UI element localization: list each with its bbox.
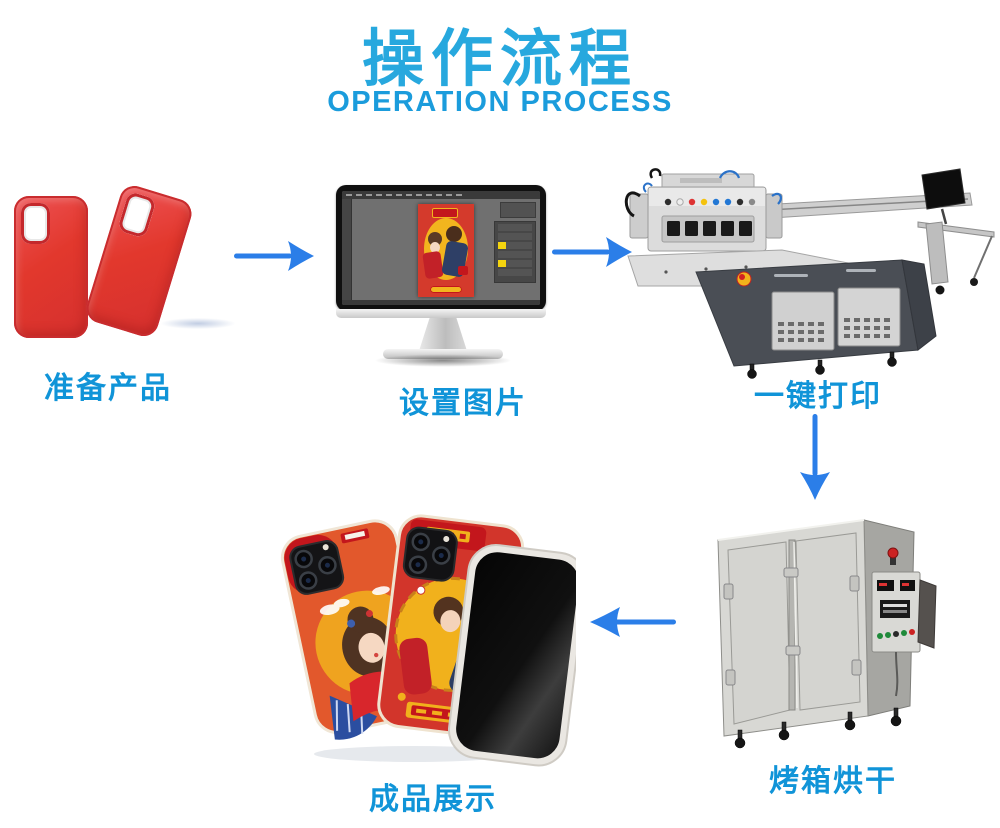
editor-layers-panel bbox=[494, 221, 536, 283]
drying-oven-illustration bbox=[717, 519, 937, 749]
uv-flatbed-printer-illustration bbox=[624, 168, 995, 379]
oven-recorder-slot bbox=[880, 600, 910, 618]
oven-indicator-lights bbox=[877, 629, 915, 639]
caption-one-click-print: 一键打印 bbox=[754, 380, 882, 413]
arrow-right-icon bbox=[234, 241, 314, 271]
caption-set-image: 设置图片 bbox=[399, 387, 527, 420]
printer-casters bbox=[747, 351, 897, 379]
finished-phone-cases-illustration bbox=[280, 514, 576, 767]
oven-control-panel bbox=[871, 571, 921, 653]
monitor-shadow bbox=[352, 352, 534, 369]
editor-artwork-canvas bbox=[418, 204, 474, 297]
page-subtitle: OPERATION PROCESS bbox=[327, 86, 673, 118]
caption-prepare-products: 准备产品 bbox=[44, 372, 172, 405]
page-title: 操作流程 bbox=[361, 25, 638, 94]
oven-casters bbox=[734, 707, 902, 749]
caption-finished-display: 成品展示 bbox=[369, 783, 497, 816]
printer-head-carriage bbox=[624, 168, 783, 252]
printer-vent-door-right bbox=[837, 287, 901, 347]
oven-indicator-lamp bbox=[887, 547, 899, 559]
phone-front-black-screen bbox=[447, 544, 576, 767]
oven-doors bbox=[723, 532, 862, 725]
oven-side-box bbox=[917, 579, 937, 649]
editor-toolbar bbox=[342, 199, 352, 300]
camera-module bbox=[289, 540, 345, 595]
printer-cable bbox=[624, 191, 641, 218]
photo-editor-ui bbox=[342, 191, 540, 305]
oven-lamp-base bbox=[890, 556, 896, 565]
caption-oven-drying: 烤箱烘干 bbox=[769, 765, 897, 798]
monitor-chin bbox=[336, 309, 546, 318]
monitor-stand-neck bbox=[419, 318, 467, 351]
blank-phone-case-upright bbox=[14, 196, 88, 338]
monitor-screen bbox=[336, 185, 546, 311]
printer-body bbox=[695, 259, 937, 367]
editor-info-panel bbox=[500, 202, 536, 218]
case-drop-shadow bbox=[148, 316, 248, 331]
arrow-left-icon bbox=[590, 607, 676, 637]
printer-control-monitor bbox=[921, 168, 966, 210]
camera-module bbox=[402, 526, 458, 582]
editor-menubar bbox=[342, 191, 540, 199]
editor-statusbar bbox=[342, 300, 540, 305]
arrow-down-icon bbox=[800, 414, 830, 500]
arrow-right-icon bbox=[552, 237, 632, 267]
camera-cutout bbox=[117, 191, 157, 239]
camera-cutout bbox=[21, 203, 50, 244]
printer-vent-door-left bbox=[771, 291, 835, 351]
